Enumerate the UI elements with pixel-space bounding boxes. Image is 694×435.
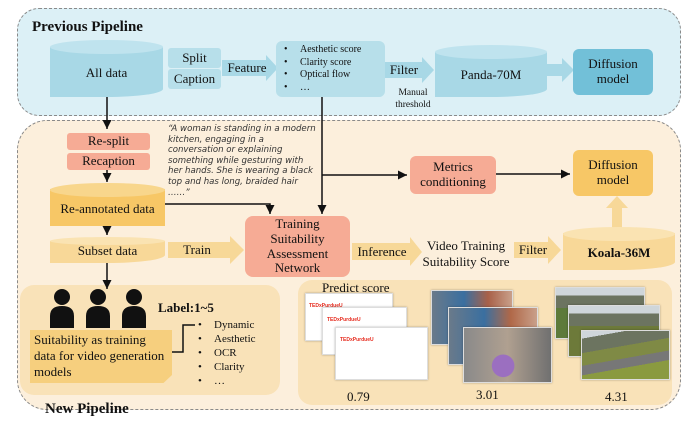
train-label: Train <box>183 242 211 257</box>
thumb-brand: TEDxPurdueU <box>327 317 361 323</box>
feature-item: Aesthetic score <box>284 44 361 57</box>
metrics-conditioning-box: Metrics conditioning <box>410 156 496 194</box>
subset-label: Subset data <box>77 243 138 258</box>
suitability-note: Suitability as training data for video g… <box>30 330 172 383</box>
panda-cylinder: Panda-70M <box>435 45 547 97</box>
kitchen-video-frame <box>463 327 552 383</box>
reannotated-cylinder: Re-annotated data <box>50 183 165 226</box>
criteria-item: Dynamic <box>198 318 256 332</box>
subset-cylinder: Subset data <box>50 237 165 263</box>
panda-label: Panda-70M <box>460 67 522 82</box>
score-value: 0.79 <box>347 389 370 404</box>
diffusion-model-prev: Diffusion model <box>573 49 653 95</box>
tsan-box: Training Suitability Assessment Network <box>245 216 350 277</box>
reannotated-label: Re-annotated data <box>60 200 155 216</box>
criteria-list: Dynamic Aesthetic OCR Clarity … <box>198 318 256 388</box>
filter-label-new: Filter <box>518 242 548 257</box>
arrow-filter-new <box>514 236 561 264</box>
resplit-box: Re-split <box>67 133 150 150</box>
arrow-filter-prev <box>385 57 434 83</box>
all-data-cylinder: All data <box>50 40 163 97</box>
diffusion-model-new: Diffusion model <box>573 150 653 196</box>
feature-item: Clarity score <box>284 57 361 70</box>
split-box: Split <box>168 48 221 68</box>
manual-threshold-label: Manual threshold <box>395 88 431 110</box>
arrow-koala-diffusion <box>606 196 628 230</box>
new-pipeline-title: New Pipeline <box>45 401 129 417</box>
labelers-icon <box>50 289 146 328</box>
features-box: Aesthetic score Clarity score Optical fl… <box>276 41 385 97</box>
filter-label-prev: Filter <box>389 62 419 77</box>
all-data-label: All data <box>85 64 128 80</box>
feature-item: Optical flow <box>284 69 361 82</box>
caption-example: “A woman is standing in a modern kitchen… <box>168 124 316 198</box>
bracket-criteria <box>172 324 195 353</box>
arrow-panda-diffusion <box>547 58 574 82</box>
arrow-inference <box>352 237 422 266</box>
criteria-item: OCR <box>198 346 256 360</box>
label-range: Label:1~5 <box>158 300 214 315</box>
score-value: 3.01 <box>476 387 499 402</box>
thumb-brand: TEDxPurdueU <box>309 303 343 309</box>
suitability-score-label: Video Training Suitability Score <box>422 238 510 269</box>
score-value: 4.31 <box>605 389 628 404</box>
feature-item: … <box>284 82 361 95</box>
inference-label: Inference <box>357 244 407 259</box>
feature-label: Feature <box>227 60 267 75</box>
recaption-box: Recaption <box>67 153 150 170</box>
criteria-item: … <box>198 374 256 388</box>
koala-cylinder: Koala-36M <box>563 227 675 270</box>
thumb-brand: TEDxPurdueU <box>340 337 374 343</box>
criteria-item: Aesthetic <box>198 332 256 346</box>
arrow-train <box>168 236 244 264</box>
arrow-reannotated-tsan <box>165 203 275 214</box>
koala-label: Koala-36M <box>587 244 651 260</box>
arrow-feature <box>222 55 278 81</box>
slide-thumbnail: TEDxPurdueU <box>335 327 428 380</box>
caption-box: Caption <box>168 69 221 89</box>
road-video-frame <box>581 330 670 380</box>
predict-score-title: Predict score <box>322 280 390 295</box>
criteria-item: Clarity <box>198 360 256 374</box>
previous-pipeline-title: Previous Pipeline <box>32 19 143 35</box>
